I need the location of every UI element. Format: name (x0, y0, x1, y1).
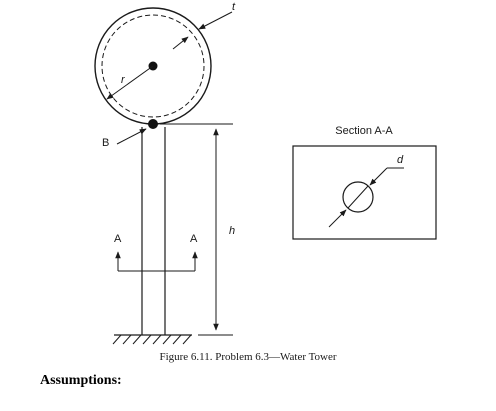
thickness-arrow-outer (198, 11, 233, 30)
point-b-leader (116, 128, 147, 145)
point-b: B (102, 119, 158, 149)
hatch-mark (112, 334, 122, 345)
section-title: Section A-A (335, 125, 393, 137)
hatch-mark (182, 334, 192, 345)
diameter-label: d (397, 154, 404, 166)
height-dimension: h (160, 123, 235, 336)
height-label: h (229, 225, 235, 237)
tank: r t (94, 1, 236, 125)
figure-caption: Figure 6.11. Problem 6.3—Water Tower (159, 351, 337, 363)
hatch-mark (162, 334, 172, 345)
section-label-right: A (190, 233, 198, 245)
section-label-left: A (114, 233, 122, 245)
hatch-mark (152, 334, 162, 345)
ground (112, 334, 192, 345)
hatch-mark (132, 334, 142, 345)
point-b-label: B (102, 137, 109, 149)
hatch-mark (142, 334, 152, 345)
radius-arrow (106, 65, 154, 100)
radius-label: r (121, 74, 126, 86)
column-cross-section (342, 181, 374, 213)
diameter-arrow-lower (328, 209, 347, 228)
section-heading-assumptions: Assumptions: (40, 373, 122, 388)
hatch-mark (172, 334, 182, 345)
diameter-arrow-upper (369, 167, 388, 186)
diameter-line (347, 185, 369, 209)
thickness-label: t (232, 1, 236, 13)
section-cut: A A (114, 233, 198, 272)
hatch-mark (122, 334, 132, 345)
support-column (141, 127, 166, 335)
section-box (292, 145, 437, 240)
section-detail: Section A-A d (292, 125, 437, 240)
joint-dot (148, 119, 158, 129)
thickness-arrow-inner (172, 36, 189, 50)
tank-inner-wall (101, 14, 205, 118)
